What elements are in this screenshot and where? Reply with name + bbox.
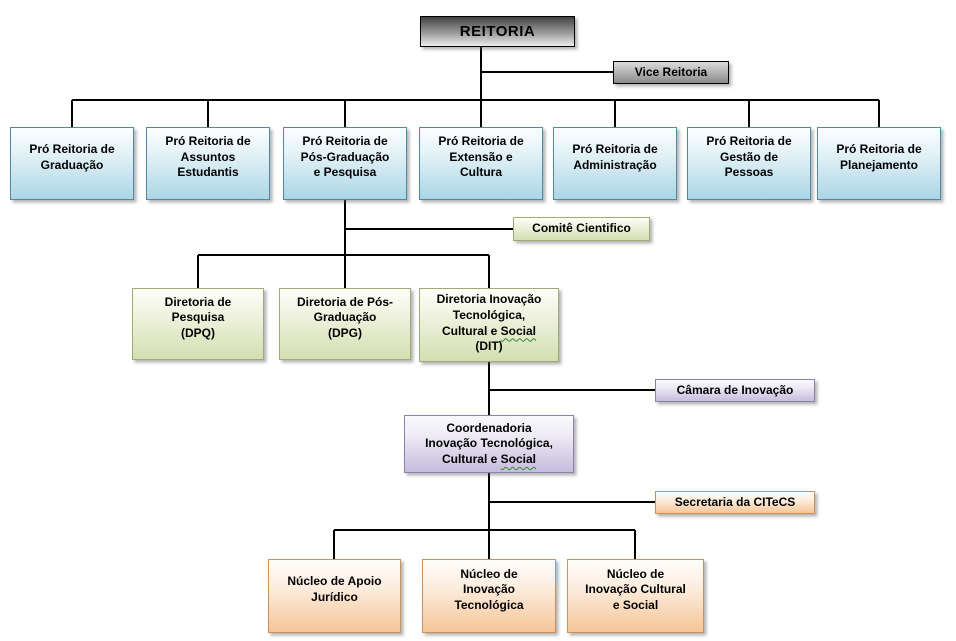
node-label: Vice Reitoria bbox=[634, 64, 708, 79]
node-label: Núcleo de Inovação Tecnológica bbox=[454, 566, 524, 612]
node-label: Câmara de Inovação bbox=[676, 382, 794, 397]
node-comite-cientifico: Comitê Cientifico bbox=[513, 217, 650, 241]
node-nucleo-inovacao-cultural-social: Núcleo de Inovação Cultural e Social bbox=[567, 559, 704, 633]
node-label: Pró Reitoria de Graduação bbox=[29, 141, 115, 172]
node-pro-reitoria-assuntos-estudantis: Pró Reitoria de Assuntos Estudantis bbox=[146, 127, 270, 200]
node-pro-reitoria-gestao-pessoas: Pró Reitoria de Gestão de Pessoas bbox=[687, 127, 811, 200]
node-coordenadoria-citecs: Coordenadoria Inovação Tecnológica, Cult… bbox=[404, 415, 574, 473]
node-pro-reitoria-graduacao: Pró Reitoria de Graduação bbox=[10, 127, 134, 200]
node-label: REITORIA bbox=[459, 22, 536, 40]
node-diretoria-inovacao-tecnologica: Diretoria Inovação Tecnológica, Cultural… bbox=[419, 288, 559, 362]
node-pro-reitoria-pos-graduacao-pesquisa: Pró Reitoria de Pós-Graduação e Pesquisa bbox=[283, 127, 407, 200]
node-camara-inovacao: Câmara de Inovação bbox=[655, 379, 815, 402]
node-label: Pró Reitoria de Planejamento bbox=[836, 141, 922, 172]
node-label: Pró Reitoria de Assuntos Estudantis bbox=[165, 134, 251, 180]
node-diretoria-pos-graduacao: Diretoria de Pós- Graduação (DPG) bbox=[279, 288, 411, 360]
node-pro-reitoria-extensao-cultura: Pró Reitoria de Extensão e Cultura bbox=[419, 127, 543, 200]
node-vice-reitoria: Vice Reitoria bbox=[613, 61, 729, 84]
node-label: Núcleo de Inovação Cultural e Social bbox=[585, 566, 686, 612]
node-label: Comitê Cientifico bbox=[532, 221, 631, 236]
node-label: Diretoria de Pós- Graduação (DPG) bbox=[296, 294, 394, 340]
node-label: Pró Reitoria de Pós-Graduação e Pesquisa bbox=[300, 134, 390, 180]
node-nucleo-inovacao-tecnologica: Núcleo de Inovação Tecnológica bbox=[422, 559, 556, 633]
node-pro-reitoria-planejamento: Pró Reitoria de Planejamento bbox=[817, 127, 941, 200]
node-label: Diretoria de Pesquisa (DPQ) bbox=[164, 294, 232, 340]
node-label: Diretoria Inovação Tecnológica, Cultural… bbox=[436, 292, 542, 354]
node-secretaria-citecs: Secretaria da CITeCS bbox=[655, 491, 815, 514]
node-label: Pró Reitoria de Administração bbox=[572, 141, 658, 172]
node-nucleo-apoio-juridico: Núcleo de Apoio Jurídico bbox=[268, 559, 401, 633]
node-label: Coordenadoria Inovação Tecnológica, Cult… bbox=[425, 420, 553, 466]
node-label: Pró Reitoria de Gestão de Pessoas bbox=[706, 134, 792, 180]
node-reitoria: REITORIA bbox=[420, 16, 575, 47]
node-label: Secretaria da CITeCS bbox=[674, 494, 796, 509]
node-pro-reitoria-administracao: Pró Reitoria de Administração bbox=[553, 127, 677, 200]
node-label: Núcleo de Apoio Jurídico bbox=[287, 574, 382, 604]
node-label: Pró Reitoria de Extensão e Cultura bbox=[438, 134, 524, 180]
node-diretoria-pesquisa: Diretoria de Pesquisa (DPQ) bbox=[132, 288, 264, 360]
